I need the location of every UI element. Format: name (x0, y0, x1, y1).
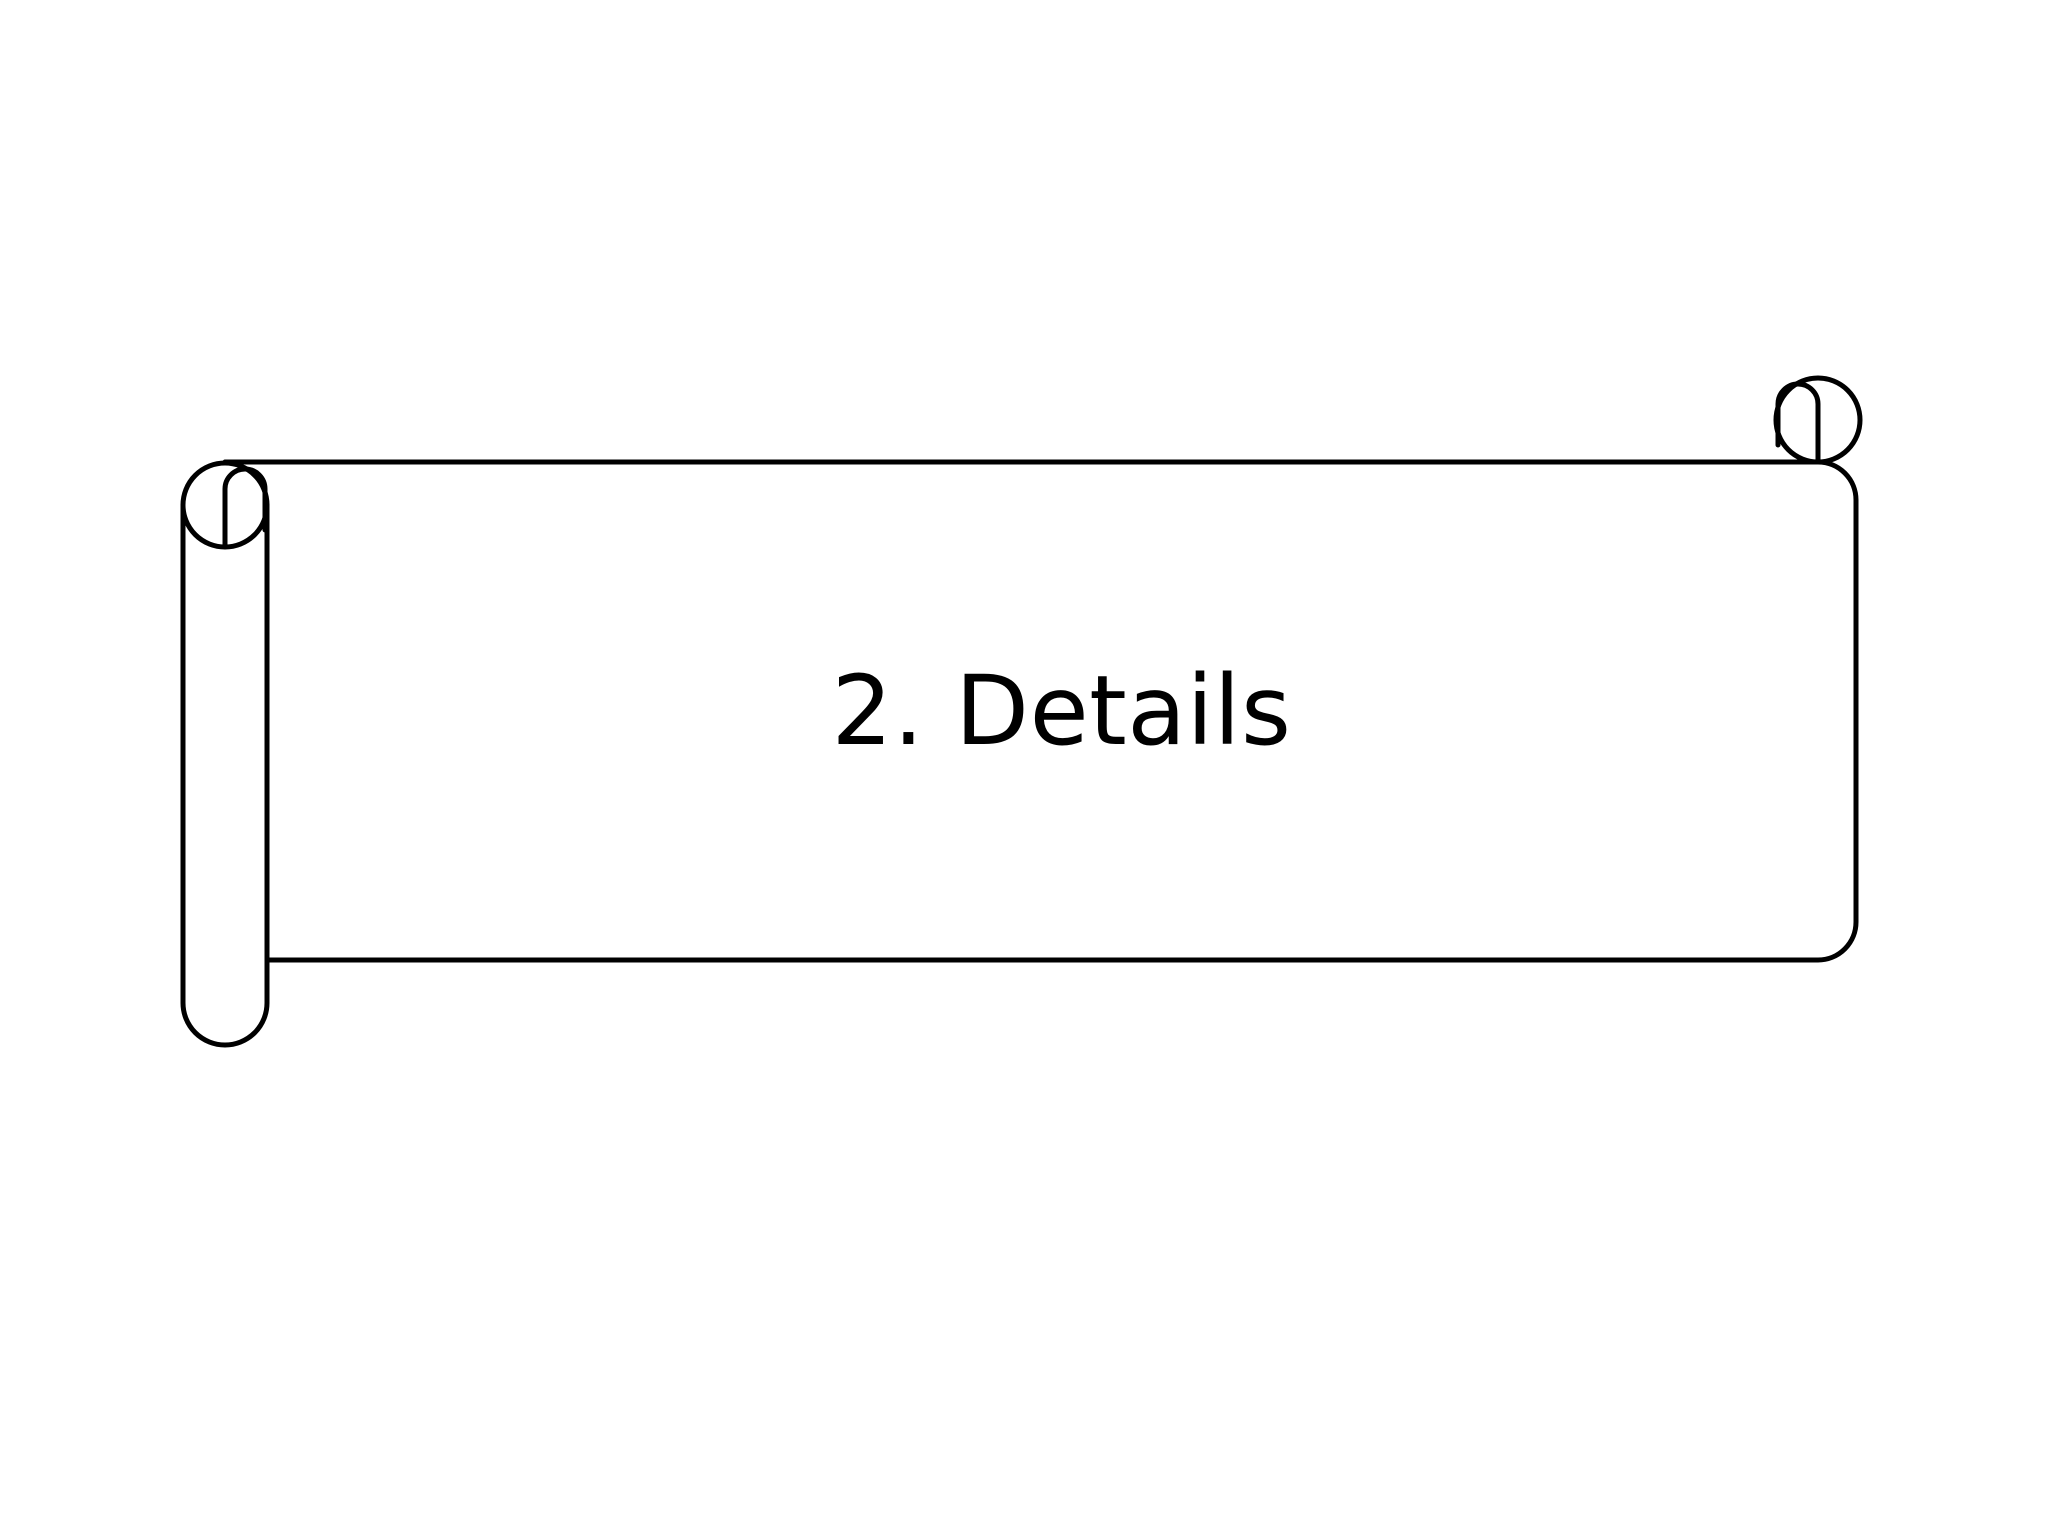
page-title: 2. Details (831, 655, 1292, 768)
left-scroll-curl (180, 460, 270, 550)
right-curl-inner-hook (1775, 381, 1821, 465)
scroll-body-outline (180, 459, 1859, 1048)
left-curl-inner-hook (222, 466, 268, 550)
left-scroll-roll (180, 502, 270, 1048)
scroll-panel-path (222, 459, 1859, 963)
right-scroll-curl (1773, 375, 1863, 465)
